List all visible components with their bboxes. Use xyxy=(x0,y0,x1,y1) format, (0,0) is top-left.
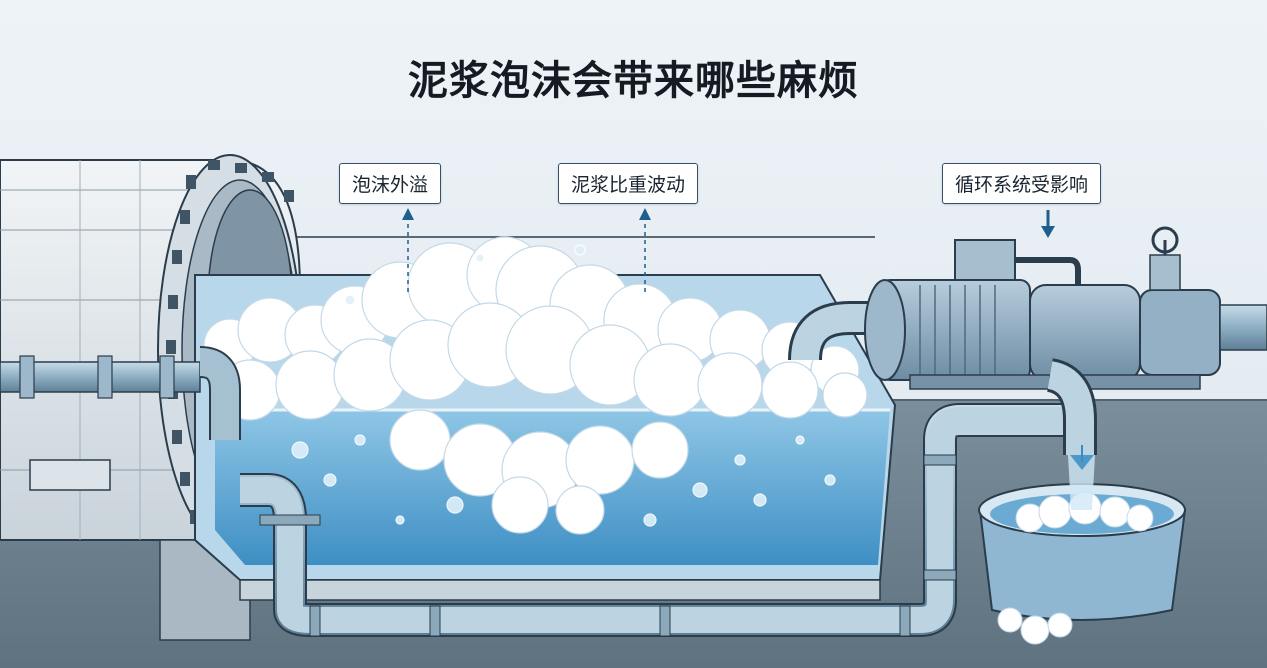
pump-suction-pipe xyxy=(788,301,880,361)
inlet-pipe xyxy=(0,346,241,440)
pump-motor-icon xyxy=(864,239,1267,390)
arrow-foam-overflow xyxy=(402,208,414,292)
arrow-circulation xyxy=(1041,210,1055,238)
page-title: 泥浆泡沫会带来哪些麻烦 xyxy=(408,58,859,104)
label-foam-overflow: 泡沫外溢 xyxy=(339,163,442,204)
label-density-fluctuation: 泥浆比重波动 xyxy=(558,163,699,204)
arrow-outflow xyxy=(1070,445,1094,470)
foam-cloud xyxy=(203,236,868,535)
valve-icon xyxy=(1149,226,1181,291)
return-pipe xyxy=(240,403,1070,637)
arrow-density xyxy=(639,208,651,292)
label-circulation-affected: 循环系统受影响 xyxy=(942,163,1102,204)
pump-outlet-pipe xyxy=(1046,358,1097,455)
collection-basin-icon xyxy=(978,455,1187,645)
